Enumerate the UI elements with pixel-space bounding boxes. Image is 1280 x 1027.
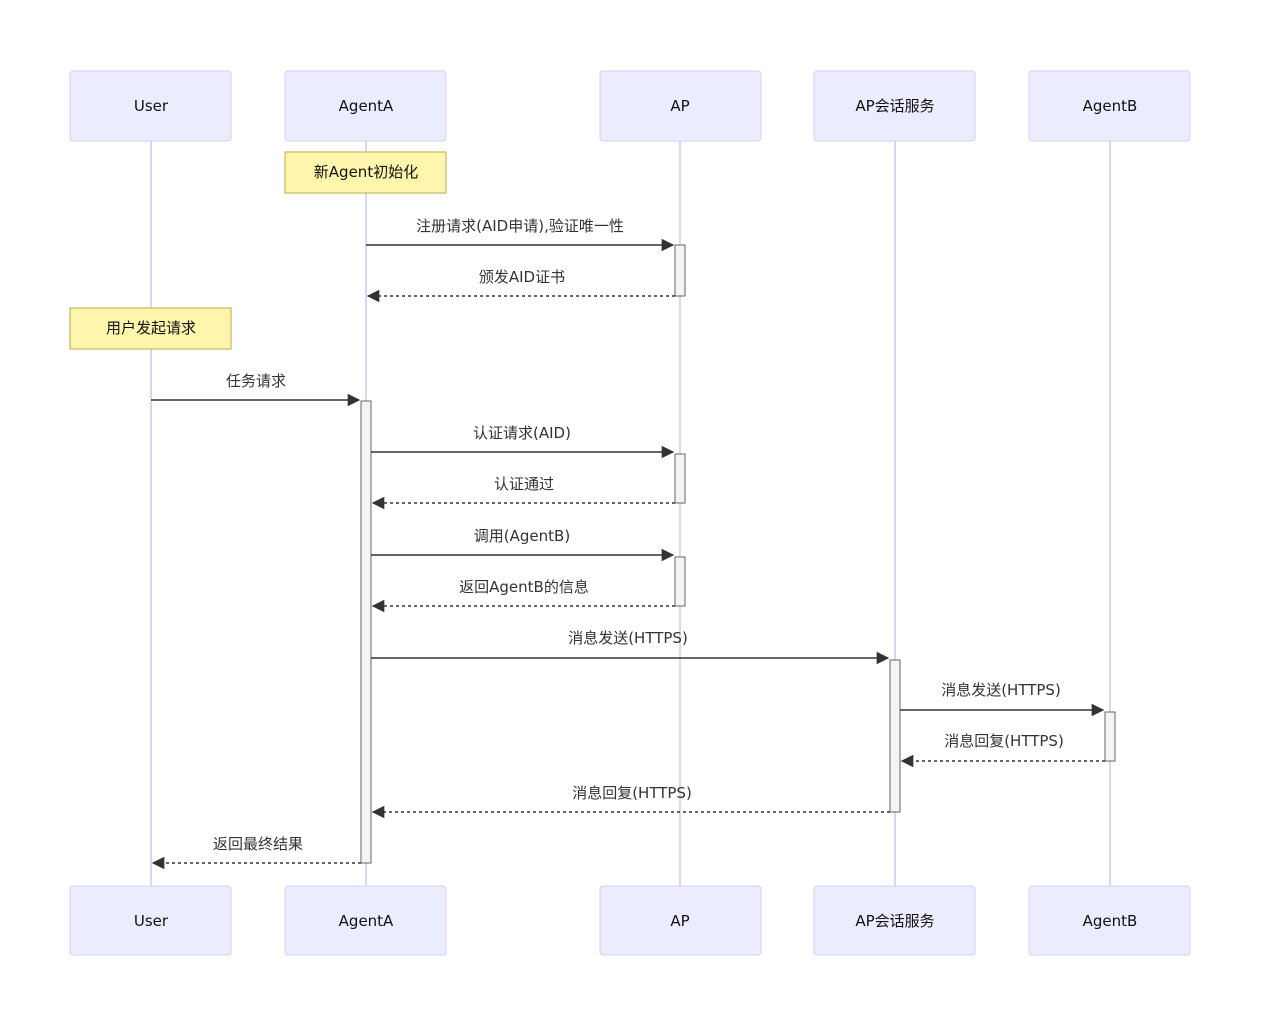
actor-label: AgentA xyxy=(339,97,394,115)
message-auth-passed: 认证通过 xyxy=(371,475,675,510)
message-invoke-agentb: 调用(AgentB) xyxy=(371,527,675,562)
activation-agentb xyxy=(1104,711,1116,762)
actor-label: User xyxy=(134,912,169,930)
note-text: 用户发起请求 xyxy=(106,319,196,337)
message-label: 认证请求(AID) xyxy=(473,424,571,442)
message-task-request: 任务请求 xyxy=(151,372,361,407)
message-label: 消息回复(HTTPS) xyxy=(944,732,1064,750)
message-auth-request: 认证请求(AID) xyxy=(371,424,675,459)
message-label: 消息发送(HTTPS) xyxy=(941,681,1061,699)
actor-bottom-agentb: AgentB xyxy=(1028,885,1191,956)
message-label: 任务请求 xyxy=(226,372,286,390)
actor-bottom-user: User xyxy=(69,885,232,956)
message-final-result: 返回最终结果 xyxy=(151,835,361,870)
actor-top-user: User xyxy=(69,70,232,142)
note-agent-init: 新Agent初始化 xyxy=(284,151,447,194)
note-text: 新Agent初始化 xyxy=(314,163,418,181)
actor-bottom-ap: AP xyxy=(599,885,762,956)
actor-bottom-session: AP会话服务 xyxy=(813,885,976,956)
message-register: 注册请求(AID申请),验证唯一性 xyxy=(366,217,675,252)
actor-top-agenta: AgentA xyxy=(284,70,447,142)
actor-top-session: AP会话服务 xyxy=(813,70,976,142)
actor-label: AgentB xyxy=(1083,97,1138,115)
activation-ap-2 xyxy=(674,453,686,504)
note-user-request: 用户发起请求 xyxy=(69,307,232,350)
message-send-to-agentb: 消息发送(HTTPS) xyxy=(900,681,1105,717)
activation-ap-3 xyxy=(674,556,686,607)
actor-top-ap: AP xyxy=(599,70,762,142)
actor-label: User xyxy=(134,97,169,115)
actor-top-agentb: AgentB xyxy=(1028,70,1191,142)
message-label: 消息发送(HTTPS) xyxy=(568,629,688,647)
actor-label: AP会话服务 xyxy=(855,912,934,930)
message-label: 认证通过 xyxy=(494,475,554,493)
message-label: 注册请求(AID申请),验证唯一性 xyxy=(416,217,624,235)
actor-label: AgentA xyxy=(339,912,394,930)
actor-label: AP会话服务 xyxy=(855,97,934,115)
message-label: 消息回复(HTTPS) xyxy=(572,784,692,802)
message-reply-to-agenta: 消息回复(HTTPS) xyxy=(371,784,890,819)
message-issue-cert: 颁发AID证书 xyxy=(366,268,675,303)
message-label: 颁发AID证书 xyxy=(479,268,565,286)
message-label: 返回最终结果 xyxy=(213,835,303,853)
activation-agenta xyxy=(360,400,372,864)
message-send-to-session: 消息发送(HTTPS) xyxy=(371,629,890,665)
message-label: 返回AgentB的信息 xyxy=(459,578,589,596)
activation-session xyxy=(889,659,901,813)
actor-label: AgentB xyxy=(1083,912,1138,930)
actor-label: AP xyxy=(670,97,689,115)
activation-ap-1 xyxy=(674,244,686,297)
message-label: 调用(AgentB) xyxy=(474,527,570,545)
message-return-agentb-info: 返回AgentB的信息 xyxy=(371,578,675,613)
actor-label: AP xyxy=(670,912,689,930)
actor-bottom-agenta: AgentA xyxy=(284,885,447,956)
message-reply-from-agentb: 消息回复(HTTPS) xyxy=(900,732,1105,768)
